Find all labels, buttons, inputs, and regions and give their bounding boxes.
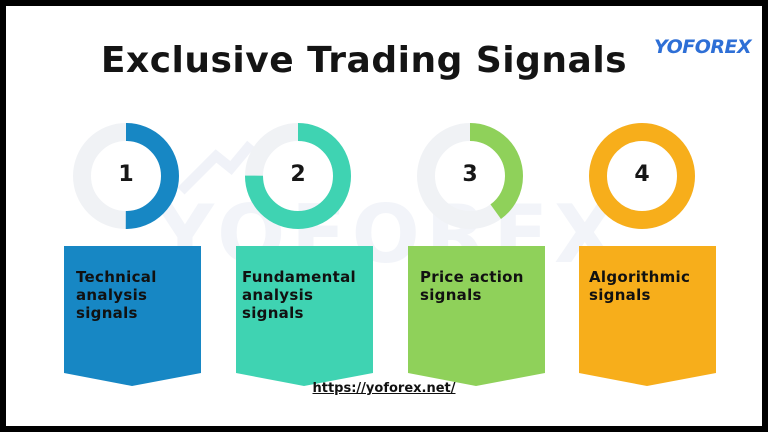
step-3-progress-ring (417, 123, 523, 229)
step-2-number: 2 (290, 162, 306, 187)
infographic-canvas: YOFOREX Exclusive Trading Signals YOFORE… (6, 6, 762, 426)
logo-arrow-icon (653, 22, 678, 40)
step-2-progress-ring (245, 123, 351, 229)
step-1-divider (64, 246, 201, 251)
page-title: Exclusive Trading Signals (100, 40, 628, 81)
step-3-divider (408, 246, 545, 251)
step-4-progress-ring (589, 123, 695, 229)
step-3-card: Price action signals (408, 251, 545, 386)
step-2-card: Fundamental analysis signals (236, 251, 373, 386)
logo-text: YOFOREX (654, 36, 752, 58)
website-link[interactable]: https://yoforex.net/ (312, 381, 456, 396)
step-2-label: Fundamental analysis signals (242, 268, 356, 322)
brand-logo: YOFOREX (653, 22, 752, 62)
step-1-card: Technical analysis signals (64, 251, 201, 386)
step-3-number: 3 (462, 162, 478, 187)
watermark-text: YOFOREX (156, 188, 622, 281)
step-4-divider (579, 246, 716, 251)
step-4-label: Algorithmic signals (589, 268, 691, 304)
step-1-label: Technical analysis signals (76, 268, 157, 322)
step-4-number: 4 (634, 162, 650, 187)
step-4-card: Algorithmic signals (579, 251, 716, 386)
step-2-divider (236, 246, 373, 251)
step-1-progress-ring (73, 123, 179, 229)
step-1-number: 1 (118, 162, 134, 187)
step-3-label: Price action signals (420, 268, 524, 304)
